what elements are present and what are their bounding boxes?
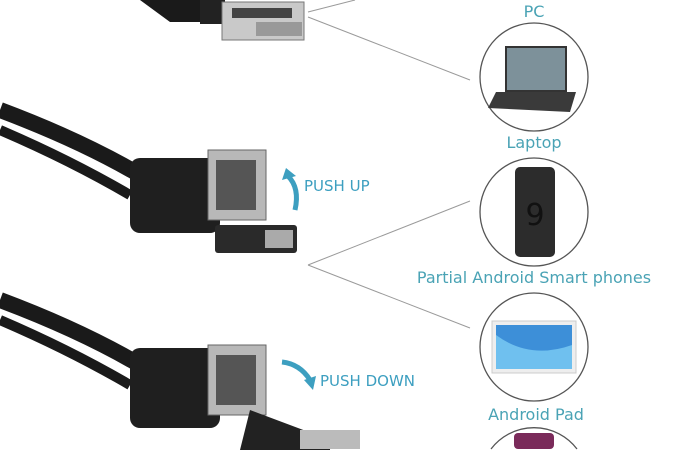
device-label-android-pad: Android Pad: [488, 405, 584, 424]
push-down-label: PUSH DOWN: [320, 372, 416, 390]
push-down-arrow-icon: [281, 359, 313, 382]
device-label-pc: PC: [523, 2, 545, 21]
bottom-cable-otg: [0, 292, 360, 450]
device-label-laptop: Laptop: [506, 133, 562, 152]
middle-cable-otg: [0, 102, 297, 253]
push-up-label: PUSH UP: [304, 177, 370, 195]
device-label-smartphones: Partial Android Smart phones: [416, 268, 652, 287]
connector-lines: [307, 0, 471, 329]
push-up-arrow-icon: [286, 174, 299, 211]
svg-text:9: 9: [525, 198, 544, 233]
top-cable-usb: [140, 0, 305, 41]
